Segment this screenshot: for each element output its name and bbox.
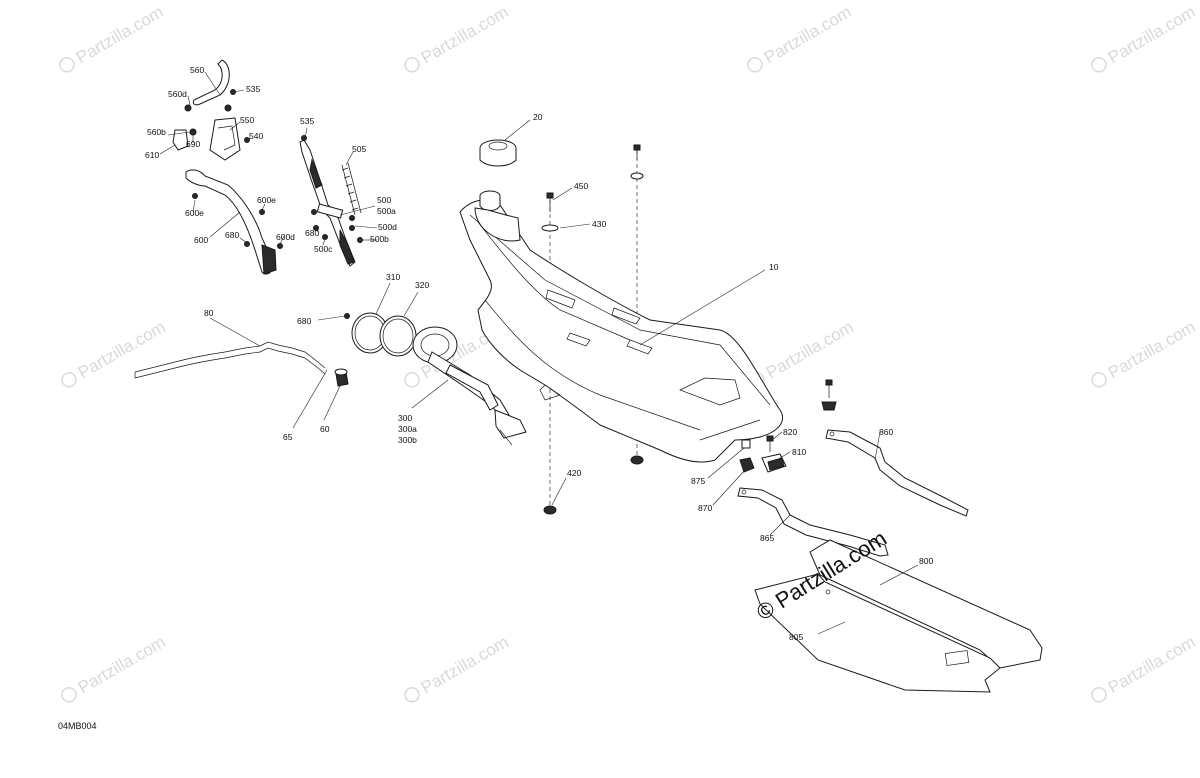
callout-600e: 600e — [185, 208, 204, 218]
callout-600e-b: 600e — [257, 195, 276, 205]
gasket-320-inner — [382, 318, 414, 354]
callout-540: 540 — [249, 131, 263, 141]
callout-680c: 680 — [297, 316, 311, 326]
heat-shield-805[interactable] — [754, 573, 1001, 693]
vent-hose-600[interactable] — [185, 169, 283, 275]
bolt-875[interactable] — [741, 439, 751, 449]
washer-430[interactable] — [541, 224, 559, 232]
callout-500a: 500a — [377, 206, 396, 216]
callout-505: 505 — [352, 144, 366, 154]
watermark: Partzilla.com — [59, 2, 167, 73]
callout-865: 865 — [760, 533, 774, 543]
callout-60: 60 — [320, 424, 330, 434]
callout-labels: 20 450 430 10 560 535 560d 550 540 560b … — [145, 65, 933, 642]
filler-neck — [474, 190, 521, 242]
bracket-865[interactable] — [737, 487, 889, 557]
bracket-860[interactable] — [825, 429, 969, 517]
grommet-420[interactable] — [543, 505, 557, 515]
svg-text:Partzilla.com: Partzilla.com — [761, 2, 855, 67]
callout-820: 820 — [783, 427, 797, 437]
callout-560: 560 — [190, 65, 204, 75]
callout-450: 450 — [574, 181, 588, 191]
watermark: Partzilla.com — [1091, 2, 1199, 73]
callout-560b: 560b — [147, 127, 166, 137]
svg-text:Partzilla.com: Partzilla.com — [1105, 317, 1199, 382]
gasket-320[interactable] — [379, 315, 417, 357]
callout-420: 420 — [567, 468, 581, 478]
callout-320: 320 — [415, 280, 429, 290]
svg-text:Partzilla.com: Partzilla.com — [75, 632, 169, 697]
washer-top[interactable] — [630, 172, 644, 180]
callout-500b: 500b — [370, 234, 389, 244]
callout-690: 690 — [186, 139, 200, 149]
watermark: Partzilla.com — [404, 632, 512, 703]
svg-text:Partzilla.com: Partzilla.com — [418, 632, 512, 697]
screw-680[interactable] — [344, 313, 350, 319]
callout-300: 300 — [398, 413, 412, 423]
svg-text:Partzilla.com: Partzilla.com — [763, 317, 857, 382]
callout-600d: 600d — [276, 232, 295, 242]
leader-lines — [159, 71, 919, 635]
watermark: Partzilla.com — [747, 2, 855, 73]
callout-300b: 300b — [398, 435, 417, 445]
clip-870[interactable] — [739, 457, 755, 473]
bolt-860-mount[interactable] — [821, 379, 837, 411]
watermark: Partzilla.com — [61, 317, 169, 388]
watermark: Partzilla.com — [61, 632, 169, 703]
callout-10: 10 — [769, 262, 779, 272]
callout-610: 610 — [145, 150, 159, 160]
svg-text:Partzilla.com: Partzilla.com — [73, 2, 167, 67]
heat-shield-800[interactable] — [809, 539, 1043, 669]
bolt-820[interactable] — [766, 435, 774, 452]
watermark: Partzilla.com — [749, 317, 857, 388]
callout-870: 870 — [698, 503, 712, 513]
fuel-tank[interactable] — [459, 199, 783, 463]
watermark: Partzilla.com — [1091, 317, 1199, 388]
callout-535b: 535 — [300, 116, 314, 126]
callout-600: 600 — [194, 235, 208, 245]
callout-680b: 680 — [305, 228, 319, 238]
callout-300a: 300a — [398, 424, 417, 434]
grommet-bottom[interactable] — [630, 455, 644, 465]
callout-810: 810 — [792, 447, 806, 457]
vent-tube-80[interactable] — [134, 341, 326, 379]
callout-560d: 560d — [168, 89, 187, 99]
callout-550: 550 — [240, 115, 254, 125]
callout-20: 20 — [533, 112, 543, 122]
watermark: Partzilla.com — [1091, 632, 1199, 703]
callout-860: 860 — [879, 427, 893, 437]
svg-text:Partzilla.com: Partzilla.com — [418, 2, 512, 67]
watermark: Partzilla.com — [404, 2, 512, 73]
clip-810[interactable] — [761, 453, 787, 473]
callout-80: 80 — [204, 308, 214, 318]
bolt-top[interactable] — [633, 144, 641, 160]
protector-sleeve-505[interactable] — [341, 162, 362, 216]
callout-805: 805 — [789, 632, 803, 642]
diagram-code: 04MB004 — [58, 721, 97, 731]
callout-500c: 500c — [314, 244, 333, 254]
fuel-cap[interactable] — [479, 139, 517, 167]
callout-500d: 500d — [378, 222, 397, 232]
callout-310: 310 — [386, 272, 400, 282]
callout-535: 535 — [246, 84, 260, 94]
svg-text:Partzilla.com: Partzilla.com — [1105, 632, 1199, 697]
vent-valve-60[interactable] — [334, 368, 349, 387]
callout-65: 65 — [283, 432, 293, 442]
callout-800: 800 — [919, 556, 933, 566]
callout-875: 875 — [691, 476, 705, 486]
callout-500: 500 — [377, 195, 391, 205]
fuel-pump-module[interactable] — [412, 326, 527, 446]
svg-text:Partzilla.com: Partzilla.com — [75, 317, 169, 382]
fuel-hose-500[interactable] — [299, 135, 363, 267]
bolt-450[interactable] — [546, 192, 554, 212]
callout-680: 680 — [225, 230, 239, 240]
vent-hose-assembly[interactable] — [172, 59, 250, 161]
svg-text:Partzilla.com: Partzilla.com — [1105, 2, 1199, 67]
callout-430: 430 — [592, 219, 606, 229]
